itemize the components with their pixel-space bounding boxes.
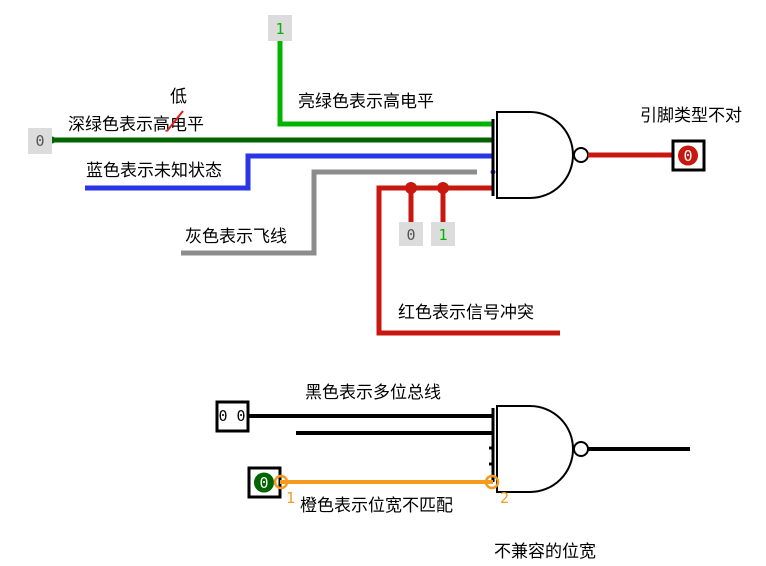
label-blue: 蓝色表示未知状态 [86, 161, 222, 181]
label-orange: 橙色表示位宽不匹配 [300, 496, 453, 516]
width-input-value: 0 [259, 474, 268, 492]
label-black: 黑色表示多位总线 [305, 383, 441, 403]
gray-wire [181, 169, 477, 256]
output-pin-led [678, 145, 698, 166]
label-pin-type: 引脚类型不对 [640, 106, 742, 126]
input-pin-red-b-value: 1 [438, 226, 447, 244]
red-wire [376, 185, 560, 336]
width-input-led [254, 472, 274, 493]
width-left-label: 1 [286, 489, 295, 507]
strike-mark [166, 110, 184, 132]
input-pin-top-value: 1 [275, 20, 284, 38]
blue-wire [85, 153, 493, 191]
nand-gate-top-bubble [573, 147, 589, 163]
bus-input-value: 0 0 [218, 407, 245, 425]
label-bright-green: 亮绿色表示高电平 [298, 92, 434, 112]
input-pin-red-a[interactable] [399, 222, 423, 246]
orange-ring-left [273, 474, 289, 490]
label-correction: 低 [170, 87, 187, 107]
label-gray: 灰色表示飞线 [185, 227, 287, 247]
nand-gate-bottom-bubble [573, 441, 589, 457]
input-pin-red-b[interactable] [431, 222, 455, 246]
label-red: 红色表示信号冲突 [398, 303, 534, 323]
width-right-label: 2 [500, 489, 509, 507]
label-incompatible: 不兼容的位宽 [494, 542, 596, 562]
label-dark-green: 深绿色表示高电平 [68, 115, 204, 135]
input-pin-left-value: 0 [35, 132, 44, 150]
nand-gate-bottom [496, 405, 574, 493]
orange-ring-right [484, 474, 500, 490]
nand-gate-top [496, 111, 574, 199]
bright-green-wire [277, 40, 493, 127]
input-pin-left[interactable] [28, 128, 52, 154]
input-pin-top[interactable] [268, 15, 292, 41]
input-pin-red-a-value: 0 [406, 226, 415, 244]
output-pin-value: 0 [683, 147, 692, 165]
red-joint-a [405, 182, 417, 194]
red-joint-b [437, 182, 449, 194]
